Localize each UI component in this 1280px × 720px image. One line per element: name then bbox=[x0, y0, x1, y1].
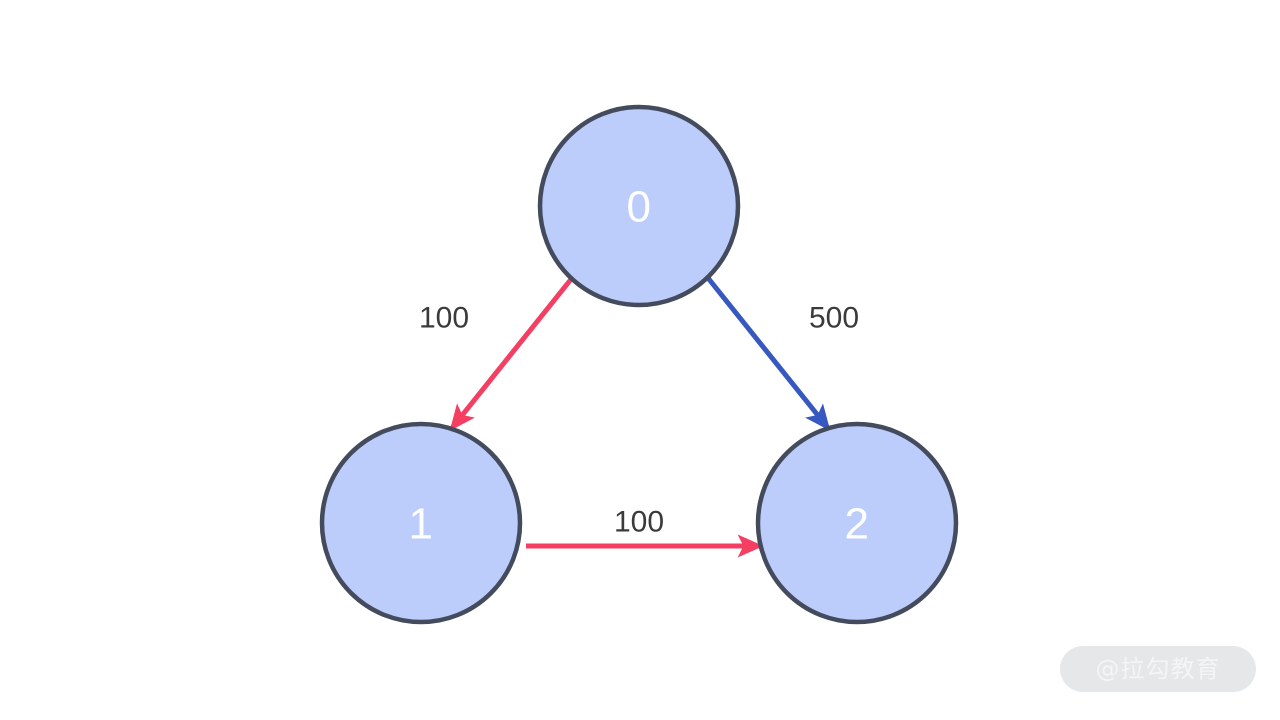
node-1-label: 1 bbox=[409, 500, 434, 549]
edge-0-2-weight-label: 500 bbox=[809, 302, 859, 335]
watermark-badge: @拉勾教育 bbox=[1060, 646, 1256, 692]
graph-node-2[interactable]: 2 bbox=[755, 421, 959, 625]
graph-node-0[interactable]: 0 bbox=[537, 104, 741, 308]
node-0-circle[interactable] bbox=[537, 104, 741, 308]
watermark-text: @拉勾教育 bbox=[1095, 655, 1221, 683]
edge-weights-layer: 100 500 100 bbox=[419, 302, 859, 539]
node-2-label: 2 bbox=[845, 500, 870, 549]
edge-0-1-weight-label: 100 bbox=[419, 302, 469, 335]
node-0-label: 0 bbox=[627, 183, 652, 232]
nodes-layer: 0 1 2 bbox=[319, 104, 959, 625]
edge-0-2-line[interactable] bbox=[706, 276, 831, 431]
graph-node-1[interactable]: 1 bbox=[319, 421, 523, 625]
edge-0-1-line[interactable] bbox=[449, 276, 574, 431]
edge-1-2-weight-label: 100 bbox=[614, 506, 664, 539]
node-2-circle[interactable] bbox=[755, 421, 959, 625]
node-1-circle[interactable] bbox=[319, 421, 523, 625]
edges-layer bbox=[449, 276, 831, 558]
